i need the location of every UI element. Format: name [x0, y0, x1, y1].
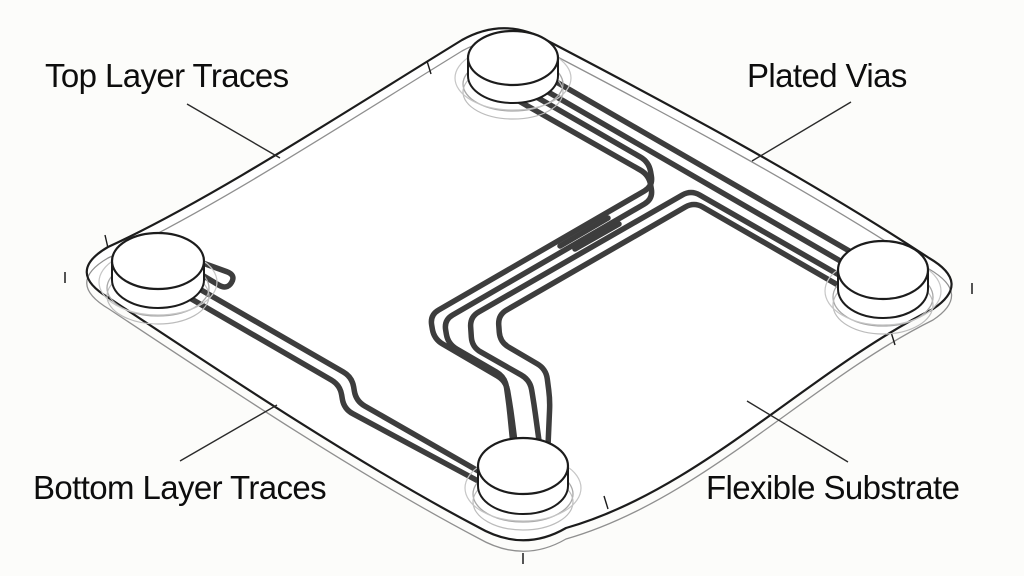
leader-plated-vias [751, 101, 852, 162]
trace-finger-stub [572, 221, 622, 252]
label-plated-vias: Plated Vias [747, 57, 907, 94]
plated-via-right-pad-top [836, 239, 930, 301]
leader-flexible-substrate [746, 400, 849, 463]
plated-via-top-pad-top [466, 29, 560, 87]
substrate-top-face [86, 28, 952, 541]
trace-hairpin-stub [194, 259, 236, 290]
label-flexible-substrate: Flexible Substrate [706, 469, 960, 506]
trace-left-to-bottom [185, 294, 483, 485]
trace-top-to-right [533, 82, 852, 269]
trace-right-diagonal [495, 201, 853, 449]
trace-finger-stub [557, 215, 611, 249]
trace-top-to-right [543, 73, 861, 259]
label-top-layer-traces: Top Layer Traces [45, 57, 289, 94]
plated-via-bottom-pad-top [476, 436, 570, 496]
trace-left-to-bottom [193, 284, 483, 475]
trace-top-to-bottom [442, 97, 655, 448]
leader-bottom-layer-traces [179, 404, 278, 462]
trace-right-diagonal [467, 189, 856, 451]
plated-via-left-pad-top [110, 231, 206, 291]
edge-tick [603, 495, 609, 510]
label-bottom-layer-traces: Bottom Layer Traces [33, 469, 327, 506]
edge-tick [104, 234, 109, 249]
substrate-bottom-contour [86, 38, 953, 552]
leader-top-layer-traces [186, 103, 281, 159]
edge-tick [426, 60, 432, 75]
